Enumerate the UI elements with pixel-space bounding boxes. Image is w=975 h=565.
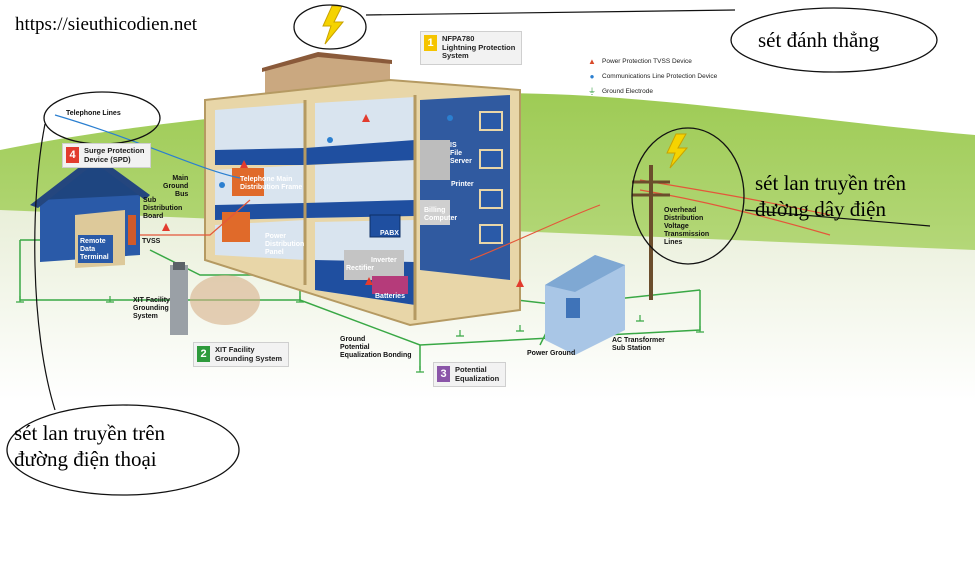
xit-probe — [170, 262, 260, 335]
badge-number: 4 — [66, 147, 79, 163]
comm-dot-icon: ● — [589, 71, 595, 81]
main-building — [204, 52, 521, 327]
badge-potential-equalization: 3 Potential Equalization — [433, 362, 507, 387]
legend-label: Power Protection TVSS Device — [602, 58, 692, 65]
callout-direct-strike: sét đánh thẳng — [758, 28, 880, 52]
label-main-ground-bus: Main Ground Bus — [163, 175, 189, 198]
badge-grounding-system: 2 XIT Facility Grounding System — [193, 342, 290, 367]
badge-number: 2 — [197, 346, 210, 362]
badge-lightning-protection: 1 NFPA780 Lightning Protection System — [420, 31, 523, 65]
label-sub-distribution-board: Sub Distribution Board — [143, 197, 183, 220]
label-batteries: Batteries — [375, 293, 405, 300]
label-overhead-lines: Overhead Distribution Voltage Transmissi… — [664, 207, 710, 246]
label-file-server: IS File Server — [450, 142, 472, 165]
badge-text: Potential Equalization — [455, 365, 500, 383]
legend: ▲ Power Protection TVSS Device ● Communi… — [588, 54, 724, 99]
ground-electrodes — [16, 296, 704, 373]
ground-electrode-icon: ⏚ — [588, 86, 596, 96]
callout-leaders — [34, 9, 931, 411]
label-inverter: Inverter — [371, 257, 397, 264]
callout-power-line: sét lan truyền trên đường dây điện — [755, 170, 955, 222]
lightning-bolts — [322, 5, 689, 169]
badge-text: Surge Protection Device (SPD) — [84, 146, 145, 164]
comm-markers — [219, 115, 453, 188]
callout-phone-line-1: sét lan truyền trên — [14, 421, 166, 445]
label-power-ground: Power Ground — [527, 350, 576, 357]
label-ac-transformer: AC Transformer Sub Station — [612, 337, 665, 352]
callout-power-line-2: đường dây điện — [755, 197, 886, 221]
website-url[interactable]: https://sieuthicodien.net — [15, 14, 198, 35]
label-pabx: PABX — [380, 230, 399, 237]
tvss-markers — [162, 114, 524, 287]
label-billing-computer: Billing Computer — [424, 207, 458, 222]
label-printer: Printer — [451, 181, 474, 188]
label-ground-potential-bonding: Ground Potential Equalization Bonding — [340, 336, 412, 359]
badge-number: 1 — [424, 35, 437, 51]
label-tvss: TVSS — [142, 238, 161, 245]
label-power-distribution-panel: Power Distribution Panel — [265, 233, 305, 256]
badge-surge-protection: 4 Surge Protection Device (SPD) — [62, 143, 152, 168]
label-rectifier: Rectifier — [346, 265, 375, 272]
legend-label: Communications Line Protection Device — [602, 73, 718, 80]
legend-label: Ground Electrode — [602, 88, 653, 95]
legend-item-ground: ⏚ Ground Electrode — [588, 84, 724, 99]
badge-text: XIT Facility Grounding System — [215, 345, 283, 363]
callout-phone-line-2: đường điện thoại — [14, 447, 157, 471]
tvss-triangle-icon: ▲ — [588, 56, 596, 66]
remote-house — [30, 155, 150, 268]
label-xit-grounding: XIT Facility Grounding System — [133, 297, 170, 320]
callout-phone-line: sét lan truyền trên đường điện thoại — [14, 420, 234, 472]
legend-item-tvss: ▲ Power Protection TVSS Device — [588, 54, 724, 69]
label-telephone-lines: Telephone Lines — [66, 110, 121, 117]
label-remote-data-terminal: Remote Data Terminal — [80, 238, 109, 261]
badge-number: 3 — [437, 366, 450, 382]
utility-pole — [632, 165, 670, 300]
ac-transformer-box — [545, 255, 625, 355]
badge-text: NFPA780 Lightning Protection System — [442, 34, 516, 60]
callout-power-line-1: sét lan truyền trên — [755, 171, 907, 195]
label-telephone-main-frame: Telephone Main Distribution Frame — [240, 176, 303, 191]
legend-item-comm: ● Communications Line Protection Device — [588, 69, 724, 84]
